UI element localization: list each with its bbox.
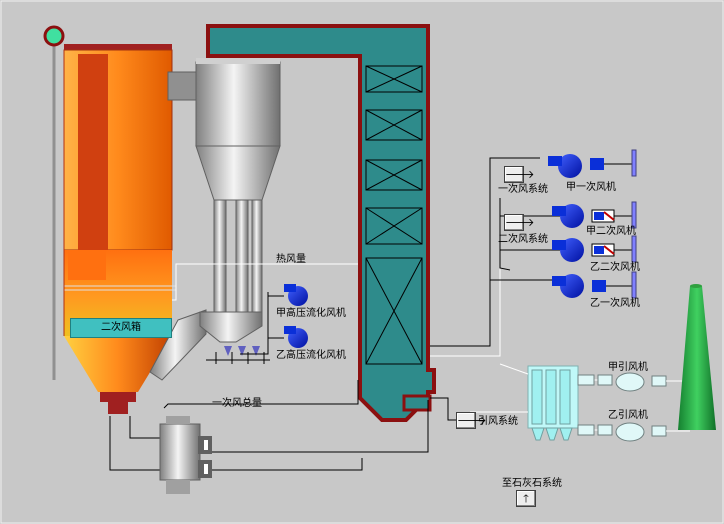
primary-fan-a-label: 甲一次风机 xyxy=(566,182,616,193)
induced-air-system-button[interactable]: 🡒 xyxy=(456,412,487,429)
chimney-stack xyxy=(678,284,716,430)
hp-fan-a-label: 甲高压流化风机 xyxy=(276,308,346,319)
primary-air-system-button[interactable]: 🡒 xyxy=(504,166,535,183)
primary-fan-b-icon[interactable] xyxy=(552,271,637,299)
secondary-air-box: 二次风箱 xyxy=(70,318,172,338)
back-pass-flue xyxy=(206,24,436,422)
dust-collector xyxy=(470,363,579,441)
hp-fan-b-icon[interactable] xyxy=(284,326,308,348)
hot-air-label: 热风量 xyxy=(276,254,306,265)
cyclone-separator xyxy=(149,58,281,381)
induced-air-system-label: 引风系统 xyxy=(478,416,518,427)
primary-fan-b-label: 乙一次风机 xyxy=(590,298,640,309)
id-fan-b-icon[interactable] xyxy=(577,422,690,442)
limestone-system-label: 至石灰石系统 xyxy=(502,478,562,489)
primary-air-system-label: 一次风系统 xyxy=(498,184,548,195)
secondary-fan-b-label: 乙二次风机 xyxy=(590,262,640,273)
secondary-fan-a-icon[interactable] xyxy=(552,201,637,229)
primary-fan-a-icon[interactable] xyxy=(548,149,637,178)
secondary-air-system-label: 二次风系统 xyxy=(498,234,548,245)
primary-air-total-label: 一次风总量 xyxy=(212,398,262,409)
secondary-fan-a-label: 甲二次风机 xyxy=(586,226,636,237)
hp-fan-b-label: 乙高压流化风机 xyxy=(276,350,346,361)
id-fan-a-icon[interactable] xyxy=(577,372,690,392)
limestone-system-button[interactable]: 🡑 xyxy=(516,490,536,507)
air-preheater xyxy=(159,416,212,494)
secondary-fan-b-icon[interactable] xyxy=(552,235,637,263)
id-fan-b-label: 乙引风机 xyxy=(608,410,648,421)
steam-drum xyxy=(43,25,65,380)
secondary-air-system-button[interactable]: 🡒 xyxy=(504,214,535,231)
id-fan-a-label: 甲引风机 xyxy=(608,362,648,373)
hp-fan-a-icon[interactable] xyxy=(284,284,308,306)
